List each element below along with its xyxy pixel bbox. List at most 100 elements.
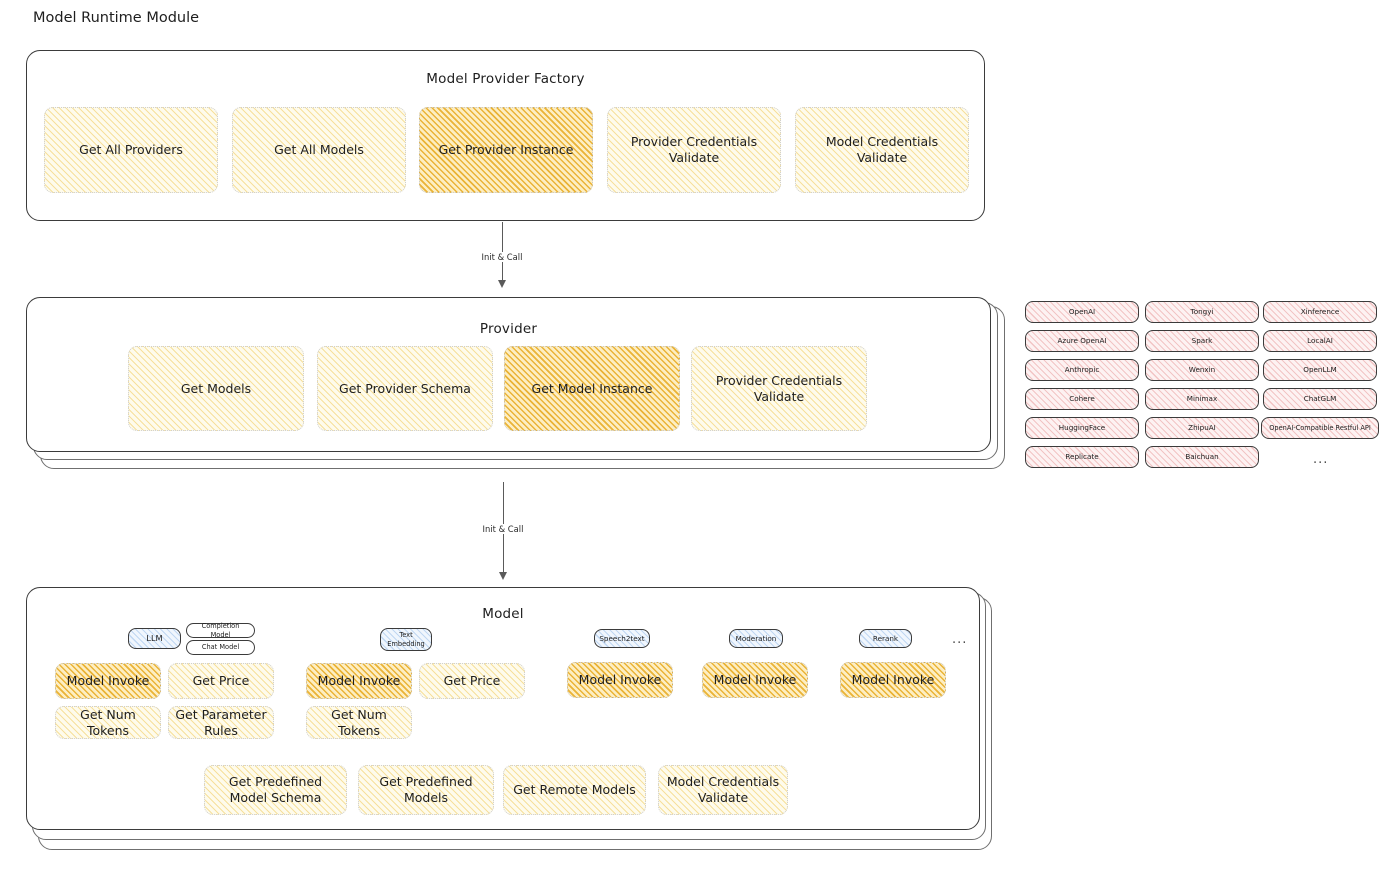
- provider-chip-anthropic[interactable]: Anthropic: [1025, 359, 1139, 381]
- method-label: Model Invoke: [317, 673, 401, 688]
- model-subtype-chip-chat-model[interactable]: Chat Model: [186, 640, 255, 655]
- method-label: Get Predefined Model Schema: [228, 774, 323, 805]
- provider-chip-label: ChatGLM: [1303, 394, 1337, 404]
- provider-title: Provider: [479, 321, 538, 337]
- provider-node-label: Get Models: [180, 380, 252, 396]
- factory-node-label: Provider Credentials Validate: [630, 134, 758, 165]
- provider-chip-zhipuai[interactable]: ZhipuAI: [1145, 417, 1259, 439]
- provider-node-label: Get Model Instance: [531, 380, 653, 396]
- model-type-label: Speech2text: [599, 633, 645, 643]
- provider-chip-label: Xinference: [1300, 307, 1340, 317]
- provider-chip-openai[interactable]: OpenAI: [1025, 301, 1139, 323]
- provider-chip-label: Baichuan: [1185, 452, 1219, 462]
- moderation-method-model-invoke[interactable]: Model Invoke: [702, 662, 808, 698]
- method-label: Get Price: [192, 673, 250, 688]
- provider-chip-replicate[interactable]: Replicate: [1025, 446, 1139, 468]
- method-label: Model Invoke: [713, 672, 797, 687]
- factory-title: Model Provider Factory: [426, 71, 585, 87]
- model-type-chip-moderation[interactable]: Moderation: [729, 629, 783, 648]
- arrow-provider-to-model-label: Init & Call: [478, 524, 528, 534]
- provider-chip-chatglm[interactable]: ChatGLM: [1263, 388, 1377, 410]
- model-subtype-chip-completion-model[interactable]: Completion Model: [186, 622, 255, 639]
- method-label: Get Parameter Rules: [175, 706, 267, 738]
- model-common-get-predefined-models[interactable]: Get Predefined Models: [358, 765, 494, 815]
- provider-chip-label: ZhipuAI: [1188, 423, 1216, 433]
- factory-node-model-credentials-validate[interactable]: Model Credentials Validate: [795, 107, 969, 193]
- method-label: Model Invoke: [578, 672, 662, 687]
- llm-method-model-invoke[interactable]: Model Invoke: [55, 663, 161, 699]
- arrow-factory-to-provider-head: [497, 280, 506, 288]
- method-label: Get Num Tokens: [80, 706, 136, 738]
- page-title: Model Runtime Module: [33, 10, 200, 26]
- factory-node-label: Get All Providers: [79, 142, 183, 157]
- provider-chip-huggingface[interactable]: HuggingFace: [1025, 417, 1139, 439]
- provider-chip-label: OpenLLM: [1303, 365, 1337, 375]
- model-type-chip-llm[interactable]: LLM: [128, 628, 181, 649]
- arrow-provider-to-model-head: [498, 572, 507, 580]
- provider-chip-xinference[interactable]: Xinference: [1263, 301, 1377, 323]
- provider-chip-label: Replicate: [1065, 452, 1099, 462]
- provider-chip-openllm[interactable]: OpenLLM: [1263, 359, 1377, 381]
- provider-chip-label: Spark: [1191, 336, 1213, 346]
- provider-chip-label: Azure OpenAI: [1057, 336, 1107, 346]
- provider-chip-label: OpenAI: [1068, 307, 1096, 317]
- provider-chip-label: LocalAI: [1307, 336, 1333, 346]
- model-type-chip-rerank[interactable]: Rerank: [859, 629, 912, 648]
- text-embedding-method-get-price[interactable]: Get Price: [419, 663, 525, 699]
- provider-chip-cohere[interactable]: Cohere: [1025, 388, 1139, 410]
- method-label: Get Num Tokens: [331, 706, 387, 738]
- factory-node-label: Model Credentials Validate: [825, 134, 939, 165]
- method-label: Model Invoke: [66, 673, 150, 688]
- factory-node-get-all-providers[interactable]: Get All Providers: [44, 107, 218, 193]
- factory-node-get-provider-instance[interactable]: Get Provider Instance: [419, 107, 593, 193]
- model-types-more-ellipsis: ...: [952, 632, 968, 647]
- provider-chip-spark[interactable]: Spark: [1145, 330, 1259, 352]
- method-label: Model Credentials Validate: [666, 774, 780, 805]
- method-label: Get Remote Models: [513, 782, 636, 797]
- provider-chip-label: Tongyi: [1190, 307, 1214, 317]
- factory-node-label: Get All Models: [274, 142, 364, 157]
- model-common-model-credentials-validate[interactable]: Model Credentials Validate: [658, 765, 788, 815]
- text-embedding-method-get-num-tokens[interactable]: Get Num Tokens: [306, 706, 412, 739]
- model-type-chip-speech2text[interactable]: Speech2text: [594, 629, 650, 648]
- provider-chip-label: HuggingFace: [1058, 423, 1106, 433]
- factory-node-label: Get Provider Instance: [438, 142, 574, 157]
- speech2text-method-model-invoke[interactable]: Model Invoke: [567, 662, 673, 698]
- model-type-chip-text-embedding[interactable]: Text Embedding: [380, 628, 432, 651]
- model-subtype-label: Completion Model: [201, 622, 240, 639]
- model-type-label: Text Embedding: [387, 631, 425, 648]
- provider-list-more-ellipsis: ...: [1313, 452, 1329, 467]
- provider-chip-minimax[interactable]: Minimax: [1145, 388, 1259, 410]
- factory-node-get-all-models[interactable]: Get All Models: [232, 107, 406, 193]
- llm-method-get-price[interactable]: Get Price: [168, 663, 274, 699]
- method-label: Model Invoke: [851, 672, 935, 687]
- llm-method-get-num-tokens[interactable]: Get Num Tokens: [55, 706, 161, 739]
- model-type-label: Rerank: [872, 633, 899, 643]
- model-subtype-label: Chat Model: [201, 643, 240, 652]
- method-label: Get Price: [443, 673, 501, 688]
- provider-chip-baichuan[interactable]: Baichuan: [1145, 446, 1259, 468]
- factory-node-provider-credentials-validate[interactable]: Provider Credentials Validate: [607, 107, 781, 193]
- provider-node-get-provider-schema[interactable]: Get Provider Schema: [317, 346, 493, 431]
- provider-node-get-model-instance[interactable]: Get Model Instance: [504, 346, 680, 431]
- model-common-get-remote-models[interactable]: Get Remote Models: [503, 765, 646, 815]
- provider-node-provider-credentials-validate[interactable]: Provider Credentials Validate: [691, 346, 867, 431]
- provider-chip-label: Minimax: [1186, 394, 1218, 404]
- provider-chip-azure-openai[interactable]: Azure OpenAI: [1025, 330, 1139, 352]
- provider-chip-label: Wenxin: [1188, 365, 1216, 375]
- provider-chip-label: Anthropic: [1064, 365, 1100, 375]
- model-common-get-predefined-model-schema[interactable]: Get Predefined Model Schema: [204, 765, 347, 815]
- provider-node-label: Get Provider Schema: [339, 380, 471, 396]
- provider-chip-tongyi[interactable]: Tongyi: [1145, 301, 1259, 323]
- rerank-method-model-invoke[interactable]: Model Invoke: [840, 662, 946, 698]
- provider-chip-openai-compatible-restful-api[interactable]: OpenAI-Compatible Restful API: [1261, 417, 1379, 439]
- llm-method-get-parameter-rules[interactable]: Get Parameter Rules: [168, 706, 274, 739]
- provider-chip-wenxin[interactable]: Wenxin: [1145, 359, 1259, 381]
- model-type-label: Moderation: [735, 633, 777, 643]
- provider-chip-localai[interactable]: LocalAI: [1263, 330, 1377, 352]
- arrow-factory-to-provider-label: Init & Call: [477, 252, 527, 262]
- provider-node-get-models[interactable]: Get Models: [128, 346, 304, 431]
- text-embedding-method-model-invoke[interactable]: Model Invoke: [306, 663, 412, 699]
- provider-node-label: Provider Credentials Validate: [715, 372, 843, 404]
